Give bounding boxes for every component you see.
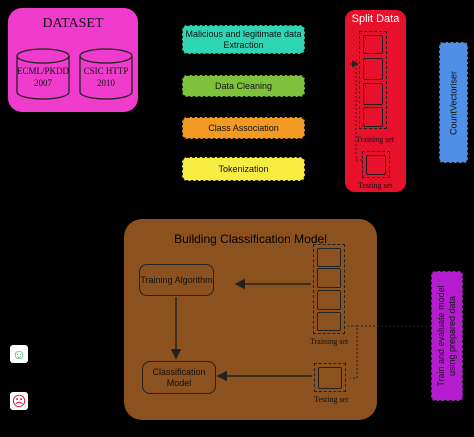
database-icon — [79, 48, 133, 100]
dataset-cylinder-csic: CSIC HTTP 2010 — [78, 48, 134, 100]
happy-face-icon: ☺ — [10, 345, 28, 363]
model-testing-set-stack — [314, 363, 346, 392]
data-block — [317, 290, 341, 310]
data-block — [318, 367, 342, 389]
classification-model-node: Classification Model — [142, 361, 216, 394]
step-tokenization: Tokenization — [182, 157, 305, 181]
data-block — [317, 248, 341, 267]
sad-face-icon: ☹ — [10, 392, 28, 410]
evaluate-model-box: Train and evaluate model using prepared … — [431, 271, 463, 401]
split-data-box: Split Data Training set Testing set — [345, 10, 406, 192]
data-block — [363, 107, 383, 127]
split-training-label: Training set — [356, 135, 395, 144]
split-dotted-connector — [355, 60, 362, 161]
dataset-source-name: CSIC HTTP — [83, 66, 129, 76]
model-testing-label: Testing set — [314, 395, 349, 404]
dataset-source-year: 2010 — [97, 78, 115, 88]
step-extraction: Malicious and legitimate data Extraction — [182, 25, 305, 54]
training-algorithm-node: Training Algorithm — [139, 264, 214, 296]
split-testing-label: Testing set — [358, 181, 393, 190]
step-class-association: Class Association — [182, 117, 305, 139]
dataset-source-name: ECML/PKDD — [16, 66, 69, 76]
model-training-set-stack — [313, 244, 345, 334]
database-icon — [16, 48, 70, 100]
data-block — [366, 155, 386, 175]
data-block — [317, 268, 341, 288]
split-data-title: Split Data — [351, 13, 400, 25]
step-cleaning: Data Cleaning — [182, 75, 305, 97]
data-block — [317, 312, 341, 331]
model-training-label: Training set — [310, 337, 349, 346]
dataset-box: DATASET ECML/PKDD 2007 CSIC HTTP 2010 — [8, 8, 138, 112]
training-set-stack — [359, 31, 387, 129]
evaluate-dotted-connector — [350, 325, 431, 379]
dataset-title: DATASET — [42, 16, 104, 31]
data-block — [363, 83, 383, 105]
count-vectoriser-box: CountVectoriser — [439, 42, 468, 163]
classification-model-box: Building Classification Model Training A… — [124, 219, 377, 420]
data-block — [363, 58, 383, 80]
testing-set-stack — [362, 151, 390, 178]
data-block — [363, 35, 383, 54]
classification-model-title: Building Classification Model — [174, 232, 327, 246]
dataset-cylinder-ecml: ECML/PKDD 2007 — [15, 48, 71, 100]
dataset-source-year: 2007 — [34, 78, 52, 88]
